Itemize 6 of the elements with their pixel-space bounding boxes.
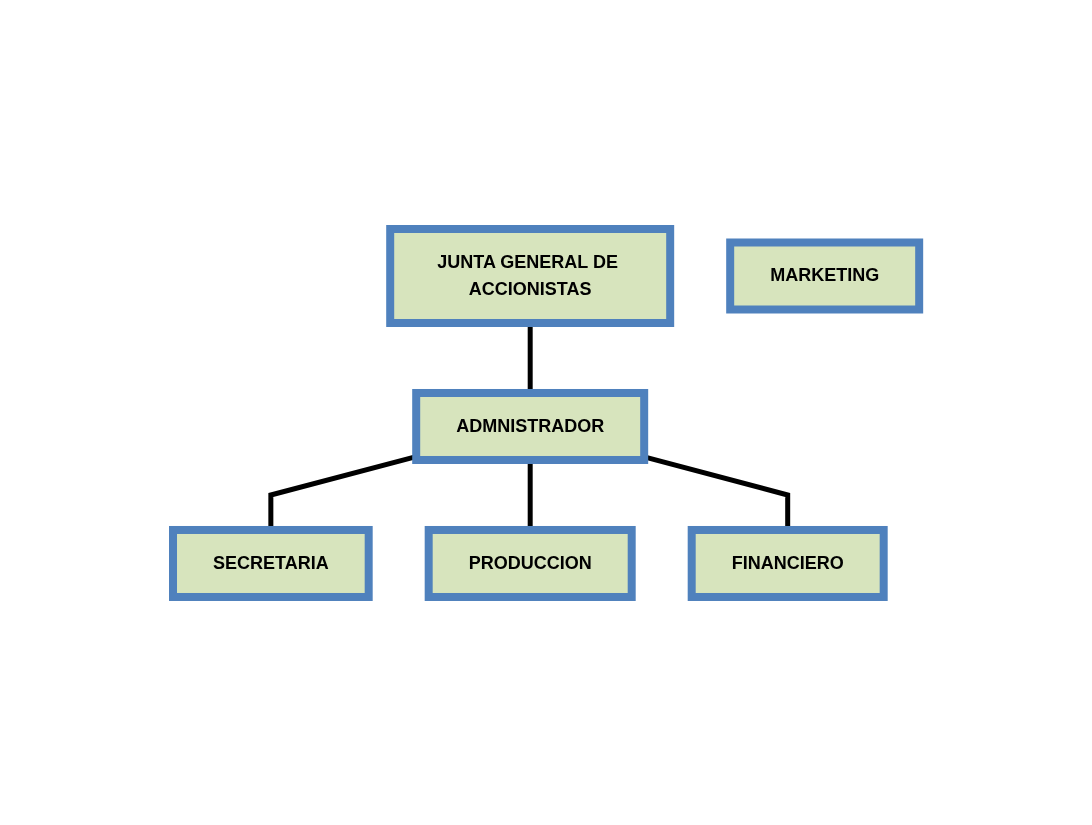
- node-box: ADMNISTRADOR: [412, 388, 649, 464]
- node-box: MARKETING: [726, 238, 924, 313]
- node-box: JUNTA GENERAL DE ACCIONISTAS: [386, 224, 675, 327]
- node-box: FINANCIERO: [687, 525, 888, 601]
- node-box: SECRETARIA: [168, 525, 373, 601]
- node-box: PRODUCCION: [424, 525, 636, 601]
